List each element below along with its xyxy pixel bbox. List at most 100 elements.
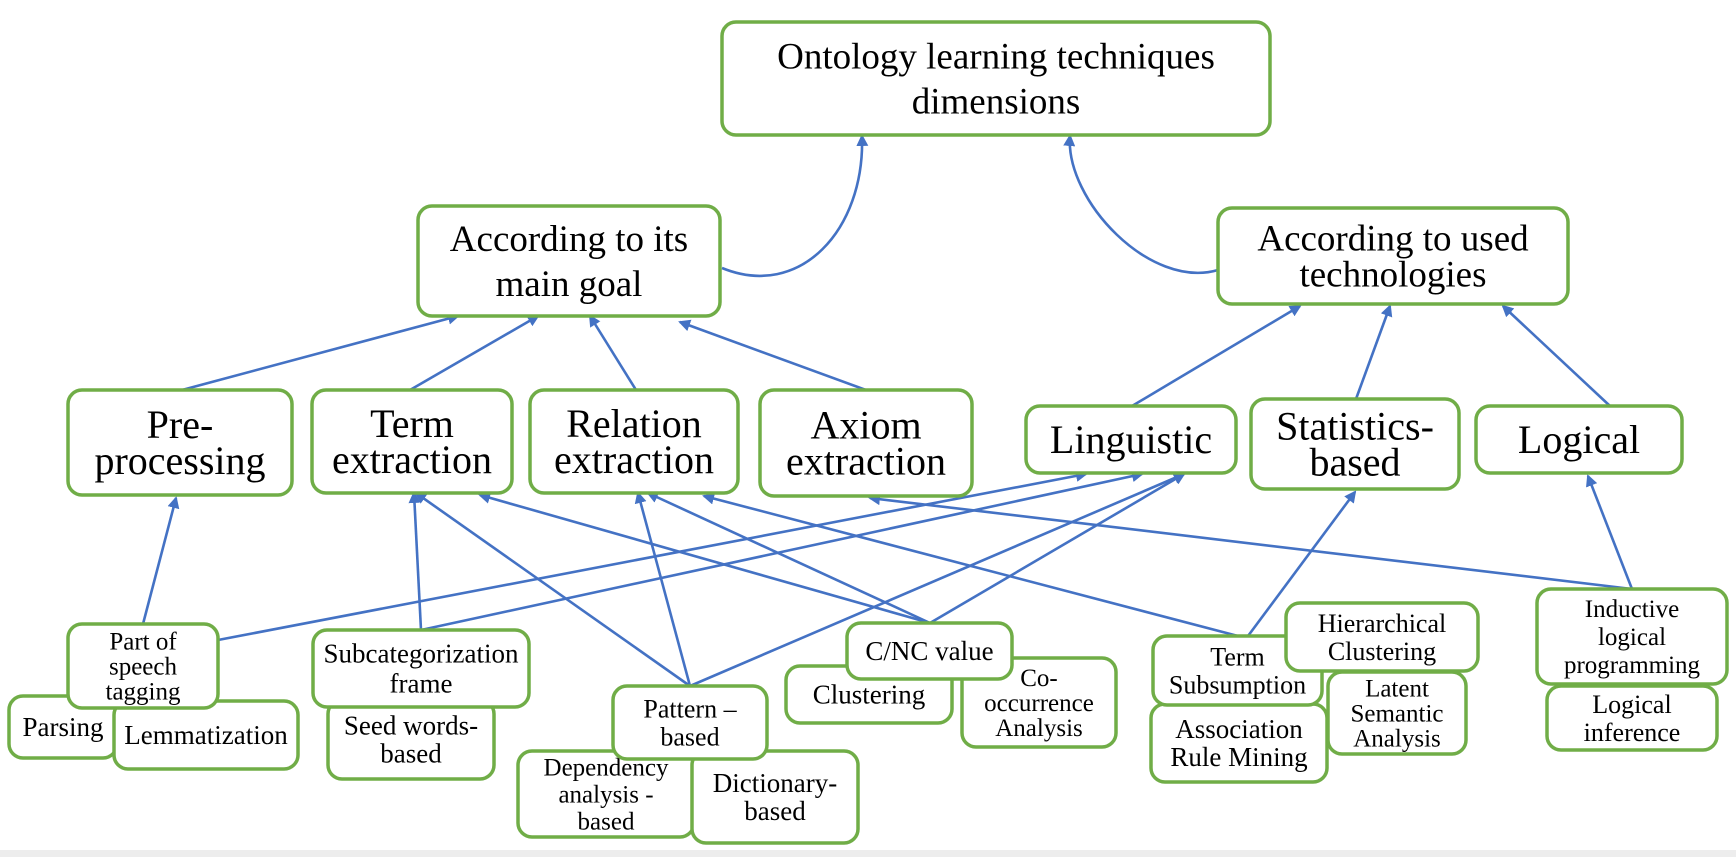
edge-pos-tagging-to-linguistic bbox=[217, 469, 1088, 642]
node-dictionary: Dictionary-based bbox=[690, 749, 860, 845]
node-lemmatization: Lemmatization bbox=[112, 699, 300, 771]
edge-relation-extraction-to-goal bbox=[588, 314, 638, 391]
bottom-band bbox=[0, 850, 1736, 857]
node-label-line: tagging bbox=[106, 679, 181, 706]
node-label-line: Relation bbox=[566, 401, 702, 446]
edge-goal-to-root bbox=[721, 134, 869, 278]
node-label-line: Pattern – bbox=[643, 694, 737, 723]
edge-subcat-frame-to-linguistic bbox=[420, 470, 1144, 632]
edge-pattern-to-linguistic bbox=[689, 472, 1186, 688]
node-label-line: Logical bbox=[1518, 417, 1640, 462]
node-preprocessing: Pre-processing bbox=[66, 388, 294, 497]
node-label-line: inference bbox=[1584, 718, 1681, 747]
node-label-line: processing bbox=[94, 438, 265, 483]
node-label-line: Co- bbox=[1020, 665, 1058, 692]
nodes-layer: Ontology learning techniquesdimensionsAc… bbox=[7, 20, 1729, 845]
node-label-line: According to its bbox=[450, 219, 688, 260]
node-label-line: Logical bbox=[1592, 690, 1671, 719]
node-box bbox=[1474, 404, 1684, 475]
node-box bbox=[1216, 206, 1570, 306]
node-label-line: extraction bbox=[786, 439, 946, 484]
node-statistics: Statistics-based bbox=[1249, 397, 1461, 491]
node-box bbox=[416, 204, 722, 318]
node-box bbox=[528, 388, 740, 495]
node-label-line: logical bbox=[1598, 624, 1666, 651]
node-cnc-value: C/NC value bbox=[845, 621, 1014, 681]
node-pattern: Pattern –based bbox=[611, 684, 769, 761]
node-box bbox=[310, 388, 514, 495]
edge-subcat-frame-to-term-extraction bbox=[408, 491, 423, 631]
node-label-line: technologies bbox=[1299, 255, 1486, 296]
node-label-line: Ontology learning techniques bbox=[777, 37, 1215, 78]
node-label-line: Axiom bbox=[810, 403, 921, 448]
node-label-line: Lemmatization bbox=[124, 720, 288, 750]
node-label-line: C/NC value bbox=[865, 636, 993, 666]
edge-pattern-to-term-extraction bbox=[414, 491, 691, 688]
node-label-line: frame bbox=[390, 669, 453, 699]
node-label-line: Term bbox=[370, 401, 454, 446]
node-label-line: Parsing bbox=[23, 712, 104, 742]
node-label-line: based bbox=[744, 796, 806, 826]
node-label-line: Clustering bbox=[813, 680, 926, 710]
node-label-line: Analysis bbox=[1353, 726, 1441, 753]
node-logical: Logical bbox=[1474, 404, 1684, 475]
node-label-line: According to used bbox=[1257, 219, 1529, 260]
node-label-line: Clustering bbox=[1328, 637, 1436, 666]
node-label-line: Linguistic bbox=[1050, 417, 1212, 462]
node-label-line: analysis - bbox=[558, 782, 653, 809]
node-label-line: Latent bbox=[1365, 676, 1429, 703]
edge-preprocessing-to-goal bbox=[181, 312, 460, 392]
node-box bbox=[311, 628, 531, 709]
edge-cnc-value-to-relation-extraction bbox=[646, 491, 931, 625]
node-box bbox=[1024, 404, 1238, 475]
node-box bbox=[1545, 684, 1719, 752]
node-box bbox=[720, 20, 1272, 137]
node-label-line: Semantic bbox=[1350, 701, 1443, 728]
edge-tech-to-root bbox=[1063, 134, 1219, 275]
node-label-line: extraction bbox=[332, 437, 492, 482]
node-label-line: speech bbox=[109, 654, 178, 681]
edge-cnc-value-to-linguistic bbox=[929, 472, 1186, 625]
edge-term-subsumption-to-relation-extraction bbox=[702, 492, 1239, 638]
node-box bbox=[1249, 397, 1461, 491]
node-linguistic: Linguistic bbox=[1024, 404, 1238, 475]
node-label-line: Term bbox=[1210, 642, 1265, 671]
edge-pos-tagging-to-preprocessing bbox=[141, 496, 180, 625]
node-box bbox=[66, 388, 294, 497]
node-label-line: extraction bbox=[554, 437, 714, 482]
node-label-line: Hierarchical bbox=[1318, 609, 1446, 638]
node-box bbox=[758, 388, 974, 498]
edge-term-subsumption-to-statistics bbox=[1246, 490, 1357, 637]
node-label-line: Dictionary- bbox=[713, 768, 837, 798]
node-box bbox=[611, 684, 769, 761]
edges-layer bbox=[141, 134, 1634, 688]
edge-ilp-to-logical bbox=[1586, 474, 1634, 590]
node-label-line: Statistics- bbox=[1276, 404, 1434, 449]
node-label-line: Part of bbox=[109, 629, 177, 656]
node-box bbox=[66, 622, 220, 710]
node-box bbox=[1535, 587, 1729, 686]
edge-axiom-extraction-to-goal bbox=[678, 319, 867, 392]
edge-cnc-value-to-term-extraction bbox=[478, 491, 931, 625]
node-label-line: programming bbox=[1564, 652, 1701, 679]
node-label-line: Rule Mining bbox=[1170, 742, 1307, 772]
edge-logical-to-tech bbox=[1501, 304, 1611, 407]
node-label-line: based bbox=[380, 739, 442, 769]
edge-linguistic-to-tech bbox=[1131, 304, 1302, 408]
node-label-line: based bbox=[1309, 440, 1400, 485]
node-label-line: Subsumption bbox=[1169, 670, 1306, 699]
node-box bbox=[690, 749, 860, 845]
node-label-line: Subcategorization bbox=[324, 639, 519, 669]
node-box bbox=[845, 621, 1014, 681]
edge-term-extraction-to-goal bbox=[409, 314, 540, 392]
node-label-line: Inductive bbox=[1585, 596, 1679, 623]
